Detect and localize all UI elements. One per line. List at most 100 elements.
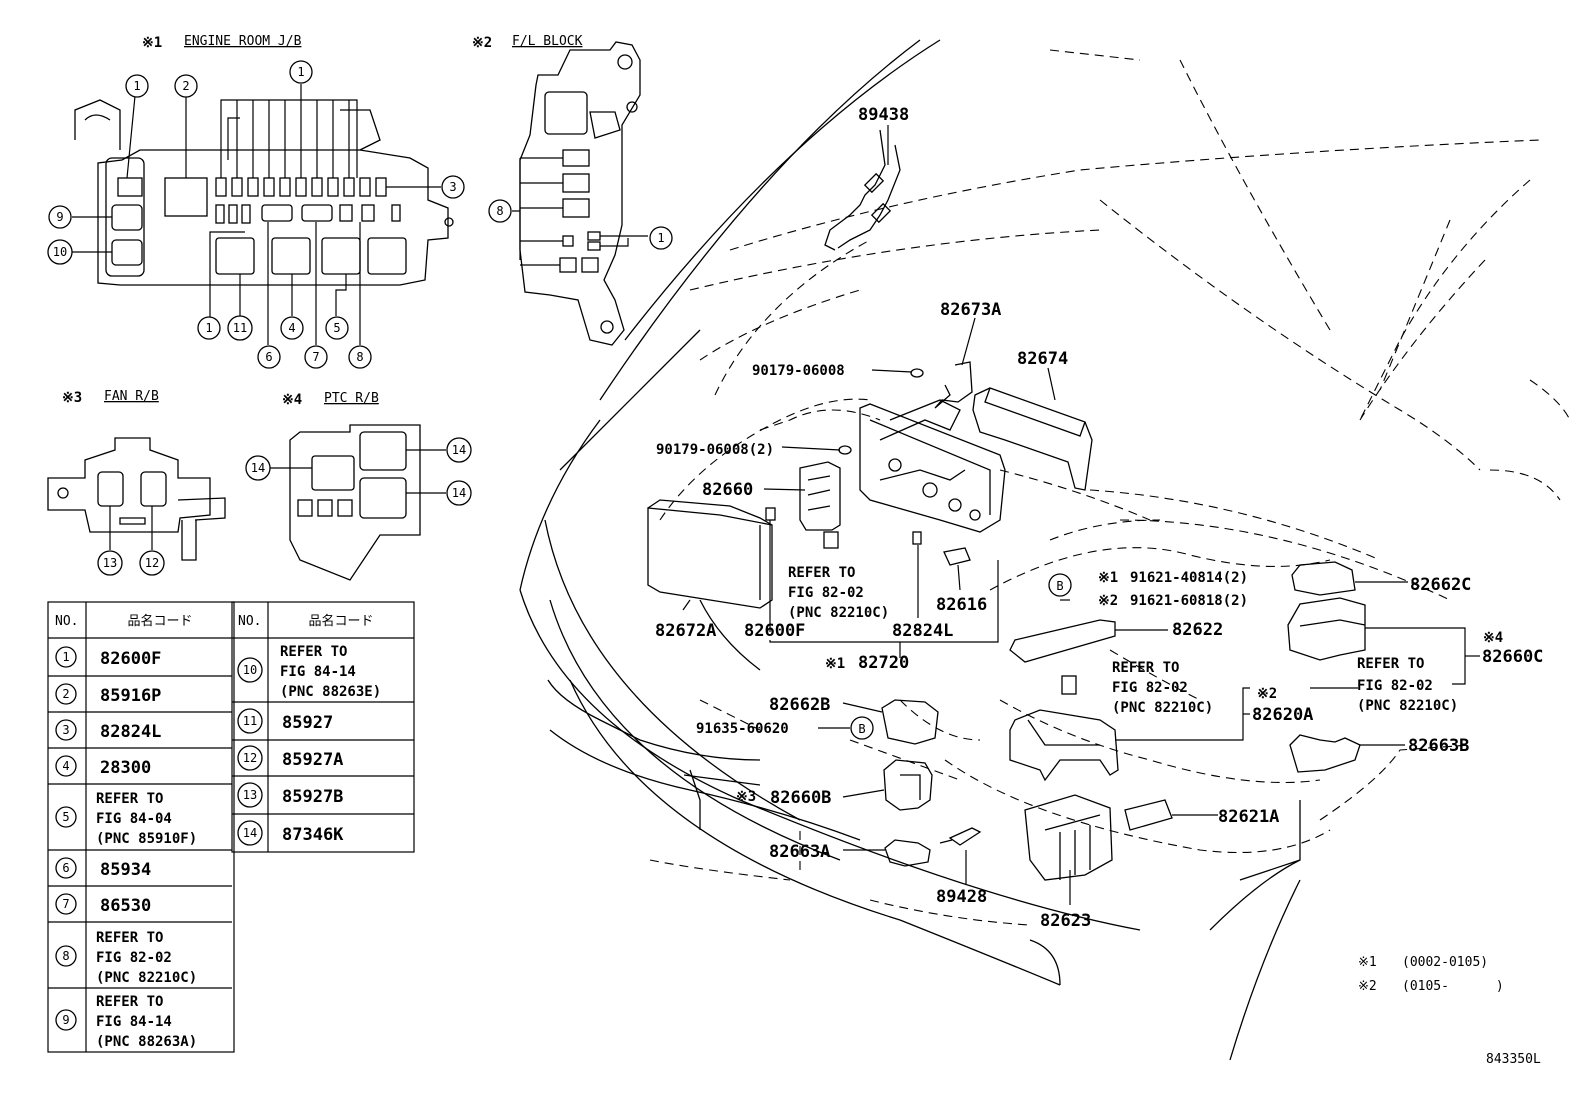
table-row: 9 REFER TO FIG 84-14 (PNC 88263A) xyxy=(55,994,197,1050)
svg-text:1: 1 xyxy=(657,231,664,245)
callout-9: 9 xyxy=(48,205,72,229)
svg-text:FIG 84-14: FIG 84-14 xyxy=(96,1014,172,1030)
part-82621A: 82621A xyxy=(1218,807,1279,827)
table-row: 4 28300 xyxy=(55,755,151,778)
callout-8: 8 xyxy=(348,345,372,369)
part-89438: 89438 xyxy=(858,105,909,125)
part-82600F: 82600F xyxy=(744,621,805,641)
inset-engine-room-jb: ※1 ENGINE ROOM J/B xyxy=(72,34,454,345)
svg-text:7: 7 xyxy=(312,350,319,364)
svg-text:8: 8 xyxy=(62,949,69,963)
svg-text:11: 11 xyxy=(233,321,247,335)
svg-text:9: 9 xyxy=(56,210,63,224)
svg-text:14: 14 xyxy=(251,461,265,475)
svg-text:4: 4 xyxy=(62,759,69,773)
svg-text:FIG 84-04: FIG 84-04 xyxy=(96,811,172,827)
table-row: 7 86530 xyxy=(55,893,151,916)
svg-text:11: 11 xyxy=(243,714,257,728)
part-82660C: 82660C xyxy=(1482,647,1543,667)
svg-text:6: 6 xyxy=(62,861,69,875)
svg-text:12: 12 xyxy=(243,751,257,765)
svg-text:1: 1 xyxy=(297,65,304,79)
svg-text:(PNC 88263A): (PNC 88263A) xyxy=(96,1034,197,1050)
callout-1: 1 xyxy=(125,74,149,98)
table-row: 1 82600F xyxy=(55,646,161,669)
table-row: 11 85927 xyxy=(237,708,333,734)
svg-text:1: 1 xyxy=(133,79,140,93)
inset-ptc-rb-marker: ※4 xyxy=(282,392,302,408)
svg-text:2: 2 xyxy=(62,687,69,701)
part-leaders xyxy=(682,125,1480,905)
callout-2: 2 xyxy=(174,74,198,98)
callout-12: 12 xyxy=(139,550,165,576)
svg-text:85927B: 85927B xyxy=(282,787,343,807)
svg-text:7: 7 xyxy=(62,897,69,911)
part-82660: 82660 xyxy=(702,480,753,500)
svg-text:FIG 82-02: FIG 82-02 xyxy=(96,950,172,966)
part-82720-marker: ※1 xyxy=(825,656,845,672)
part-90179-06008-2: 90179-06008(2) xyxy=(656,442,774,458)
refer-1-line1: REFER TO xyxy=(788,565,855,581)
inset-engine-room-title: ENGINE ROOM J/B xyxy=(184,34,302,49)
refer-1-line2: FIG 82-02 xyxy=(788,585,864,601)
part-82620A-marker: ※2 xyxy=(1257,686,1277,702)
inset-engine-room-marker: ※1 xyxy=(142,35,162,51)
table-row: 2 85916P xyxy=(55,683,161,706)
table-row: 5 REFER TO FIG 84-04 (PNC 85910F) xyxy=(55,791,197,847)
part-91635-60620: 91635-60620 xyxy=(696,721,789,737)
svg-text:2: 2 xyxy=(182,79,189,93)
callout-3: 3 xyxy=(441,175,465,199)
part-labels: 89438 82673A 82674 90179-06008 90179-060… xyxy=(655,105,1543,931)
svg-text:3: 3 xyxy=(62,723,69,737)
inset-fl-block-marker: ※2 xyxy=(472,35,492,51)
part-90179-06008: 90179-06008 xyxy=(752,363,845,379)
inset-fan-rb-marker: ※3 xyxy=(62,390,82,406)
svg-text:82824L: 82824L xyxy=(100,722,161,742)
svg-text:(PNC 85910F): (PNC 85910F) xyxy=(96,831,197,847)
refer-2-line1: REFER TO xyxy=(1112,660,1179,676)
refer-3-line1: REFER TO xyxy=(1357,656,1424,672)
bolt-2-marker: ※2 xyxy=(1098,593,1118,609)
part-82660C-marker: ※4 xyxy=(1483,630,1503,646)
table-header-code-right: 品名コード xyxy=(308,613,373,629)
svg-text:4: 4 xyxy=(288,321,295,335)
svg-text:28300: 28300 xyxy=(100,758,151,778)
fuse-row xyxy=(215,177,401,224)
parts-table: NO. 品名コード NO. 品名コード 1 82600F 2 85916P 3 … xyxy=(47,601,415,1053)
callouts: 1 2 1 3 9 10 1 11 4 5 6 7 8 8 1 13 12 14… xyxy=(47,60,673,576)
svg-text:1: 1 xyxy=(205,321,212,335)
bolt-b-callout-2: B xyxy=(850,716,874,740)
svg-text:1: 1 xyxy=(62,650,69,664)
note-2-range: (0105- ) xyxy=(1402,979,1504,994)
part-82623: 82623 xyxy=(1040,911,1091,931)
inset-fan-rb-title: FAN R/B xyxy=(104,389,159,404)
svg-text:14: 14 xyxy=(452,486,466,500)
svg-text:(PNC 82210C): (PNC 82210C) xyxy=(96,970,197,986)
callout-13: 13 xyxy=(97,550,123,576)
part-82720: 82720 xyxy=(858,653,909,673)
svg-text:13: 13 xyxy=(103,556,117,570)
table-header-code: 品名コード xyxy=(127,613,192,629)
note-1-range: (0002-0105) xyxy=(1402,955,1488,970)
callout-1: 1 xyxy=(649,226,673,250)
svg-text:6: 6 xyxy=(265,350,272,364)
svg-text:85934: 85934 xyxy=(100,860,151,880)
svg-text:3: 3 xyxy=(449,180,456,194)
svg-text:5: 5 xyxy=(62,810,69,824)
figure-id: 843350L xyxy=(1486,1052,1541,1067)
svg-text:REFER TO: REFER TO xyxy=(96,930,163,946)
bolt-1-marker: ※1 xyxy=(1098,570,1118,586)
part-82663A: 82663A xyxy=(769,842,830,862)
callout-1: 1 xyxy=(197,316,221,340)
table-row: 14 87346K xyxy=(237,820,344,846)
bolt-2: 91621-60818(2) xyxy=(1130,593,1248,609)
part-82620A: 82620A xyxy=(1252,705,1313,725)
svg-text:REFER TO: REFER TO xyxy=(96,791,163,807)
part-82673A: 82673A xyxy=(940,300,1001,320)
svg-text:REFER TO: REFER TO xyxy=(280,644,347,660)
table-row: 3 82824L xyxy=(55,719,161,742)
part-89428: 89428 xyxy=(936,887,987,907)
callout-8: 8 xyxy=(488,199,512,223)
